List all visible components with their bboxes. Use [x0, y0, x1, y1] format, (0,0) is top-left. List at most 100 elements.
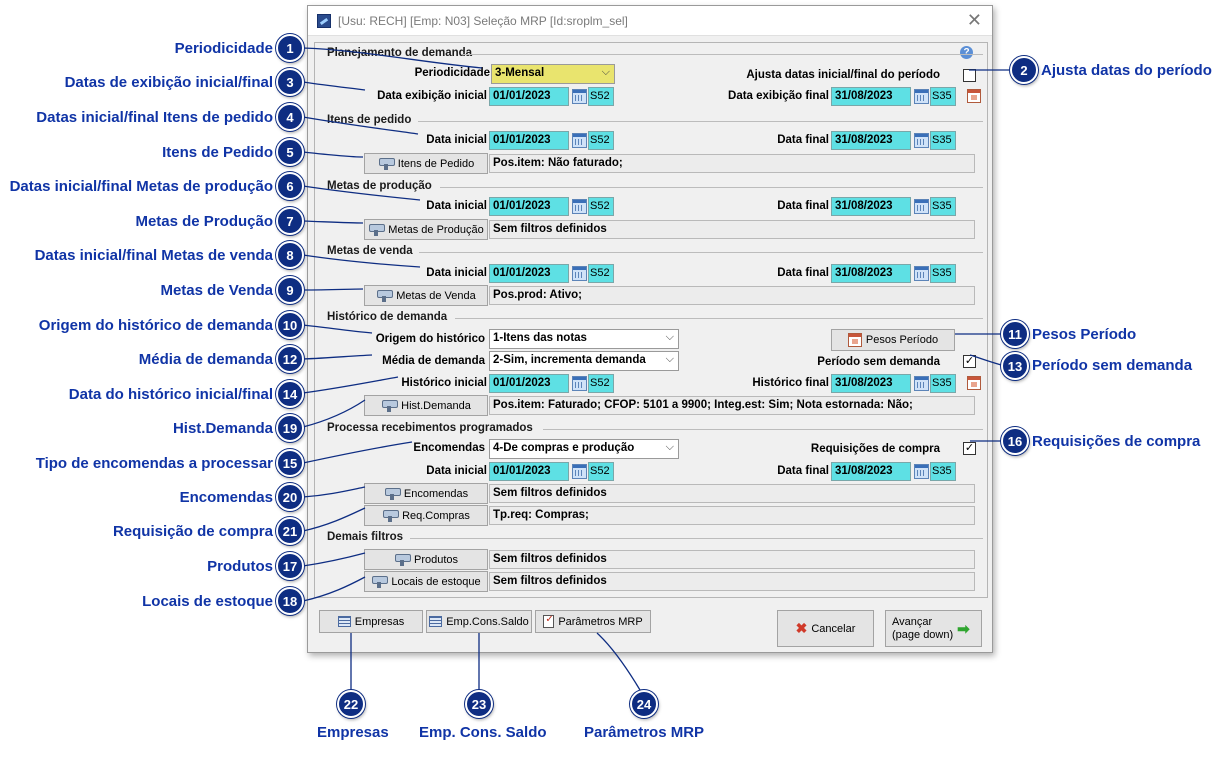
calendar-icon[interactable]: [914, 464, 929, 479]
cancelar-button[interactable]: ✖ Cancelar: [777, 610, 874, 647]
itens-inicial-label: Data inicial: [426, 134, 487, 146]
calendar-icon[interactable]: [914, 266, 929, 281]
annotation-label-15: Tipo de encomendas a processar: [35, 455, 273, 472]
locais-estoque-button[interactable]: Locais de estoque: [364, 571, 488, 592]
annotation-badge-21: 21: [276, 517, 304, 545]
ajusta-datas-label: Ajusta datas inicial/final do período: [746, 69, 940, 81]
annotation-label-8: Datas inicial/final Metas de venda: [34, 247, 273, 264]
historico-inicial-field[interactable]: 01/01/2023: [489, 374, 569, 393]
calendar-icon[interactable]: [914, 133, 929, 148]
pesos-periodo-button[interactable]: Pesos Período: [831, 329, 955, 351]
itens-pedido-button[interactable]: Itens de Pedido: [364, 153, 488, 174]
calendar-icon[interactable]: [572, 376, 587, 391]
annotation-badge-9: 9: [276, 276, 304, 304]
close-icon[interactable]: ✕: [966, 10, 982, 30]
ajusta-datas-checkbox[interactable]: [963, 69, 976, 82]
calendar-icon[interactable]: [914, 376, 929, 391]
exib-final-label: Data exibição final: [728, 90, 829, 102]
encomendas-button[interactable]: Encomendas: [364, 483, 488, 504]
annotation-badge-2: 2: [1010, 56, 1038, 84]
filter-icon: [378, 157, 395, 171]
producao-final-label: Data final: [777, 200, 829, 212]
annotation-label-14: Data do histórico inicial/final: [68, 386, 273, 403]
parametros-mrp-button-label: Parâmetros MRP: [558, 615, 643, 628]
section-metas-producao: Metas de produção: [327, 180, 432, 192]
title-bar: [Usu: RECH] [Emp: N03] Seleção MRP [Id:s…: [308, 6, 992, 36]
week-badge: S35: [930, 462, 956, 481]
help-icon[interactable]: ?: [960, 46, 973, 59]
calendar-icon[interactable]: [572, 199, 587, 214]
metas-producao-filter-summary: Sem filtros definidos: [489, 220, 975, 239]
annotation-label-1: Periodicidade: [174, 40, 273, 57]
annotation-label-13: Período sem demanda: [1032, 357, 1193, 374]
producao-inicial-field[interactable]: 01/01/2023: [489, 197, 569, 216]
periodo-sem-demanda-checkbox[interactable]: ✓: [963, 355, 976, 368]
receb-final-field[interactable]: 31/08/2023: [831, 462, 911, 481]
calendar-period-icon[interactable]: [967, 89, 981, 103]
hist-demanda-button[interactable]: Hist.Demanda: [364, 395, 488, 416]
historico-final-label: Histórico final: [752, 377, 829, 389]
separator: [455, 318, 983, 319]
origem-select[interactable]: 1-Itens das notas ⌵: [489, 329, 679, 349]
avancar-label-group: Avançar (page down): [892, 616, 953, 642]
week-badge: S35: [930, 264, 956, 283]
week-badge: S52: [588, 131, 614, 150]
annotation-badge-10: 10: [276, 311, 304, 339]
empresas-button[interactable]: Empresas: [319, 610, 423, 633]
venda-inicial-field[interactable]: 01/01/2023: [489, 264, 569, 283]
separator: [419, 252, 983, 253]
producao-final-field[interactable]: 31/08/2023: [831, 197, 911, 216]
media-select[interactable]: 2-Sim, incrementa demanda ⌵: [489, 351, 679, 371]
exib-inicial-label: Data exibição inicial: [377, 90, 487, 102]
exib-inicial-field[interactable]: 01/01/2023: [489, 87, 569, 106]
itens-final-field[interactable]: 31/08/2023: [831, 131, 911, 150]
locais-estoque-filter-summary: Sem filtros definidos: [489, 572, 975, 591]
itens-inicial-field[interactable]: 01/01/2023: [489, 131, 569, 150]
emp-cons-saldo-button[interactable]: Emp.Cons.Saldo: [426, 610, 532, 633]
parametros-mrp-button[interactable]: Parâmetros MRP: [535, 610, 651, 633]
metas-producao-button-label: Metas de Produção: [388, 223, 484, 236]
pesos-periodo-button-label: Pesos Período: [865, 334, 939, 346]
metas-venda-button[interactable]: Metas de Venda: [364, 285, 488, 306]
grid-icon: [429, 616, 443, 627]
calendar-icon[interactable]: [914, 89, 929, 104]
encomendas-filter-summary: Sem filtros definidos: [489, 484, 975, 503]
filter-icon: [382, 509, 400, 523]
produtos-button[interactable]: Produtos: [364, 549, 488, 570]
annotation-badge-22: 22: [337, 690, 365, 718]
calendar-icon[interactable]: [572, 89, 587, 104]
exib-final-field[interactable]: 31/08/2023: [831, 87, 911, 106]
periodicidade-select[interactable]: 3-Mensal ⌵: [491, 64, 615, 84]
venda-final-field[interactable]: 31/08/2023: [831, 264, 911, 283]
separator: [463, 54, 983, 55]
historico-final-field[interactable]: 31/08/2023: [831, 374, 911, 393]
arrow-right-icon: ➡: [957, 620, 970, 638]
metas-producao-button[interactable]: Metas de Produção: [364, 219, 488, 240]
chevron-down-icon: ⌵: [601, 66, 610, 78]
calendar-icon[interactable]: [572, 266, 587, 281]
annotation-badge-24: 24: [630, 690, 658, 718]
calendar-period-icon: [847, 333, 862, 347]
avancar-button[interactable]: Avançar (page down) ➡: [885, 610, 982, 647]
venda-inicial-label: Data inicial: [426, 267, 487, 279]
receb-inicial-field[interactable]: 01/01/2023: [489, 462, 569, 481]
encomendas-select[interactable]: 4-De compras e produção ⌵: [489, 439, 679, 459]
annotation-badge-23: 23: [465, 690, 493, 718]
annotation-label-5: Itens de Pedido: [162, 144, 273, 161]
annotation-label-10: Origem do histórico de demanda: [38, 317, 273, 334]
annotation-badge-4: 4: [276, 103, 304, 131]
calendar-period-icon[interactable]: [967, 376, 981, 390]
requisicoes-checkbox[interactable]: ✓: [963, 442, 976, 455]
annotation-label-9: Metas de Venda: [160, 282, 273, 299]
req-compras-button[interactable]: Req.Compras: [364, 505, 488, 526]
annotation-badge-7: 7: [276, 207, 304, 235]
filter-icon: [381, 399, 399, 413]
calendar-icon[interactable]: [572, 133, 587, 148]
itens-filter-summary: Pos.item: Não faturado;: [489, 154, 975, 173]
annotation-label-4: Datas inicial/final Itens de pedido: [36, 109, 273, 126]
calendar-icon[interactable]: [914, 199, 929, 214]
calendar-icon[interactable]: [572, 464, 587, 479]
filter-icon: [384, 487, 401, 501]
section-planejamento: Planejamento de demanda: [327, 47, 473, 59]
annotation-label-22: Empresas: [317, 724, 389, 741]
